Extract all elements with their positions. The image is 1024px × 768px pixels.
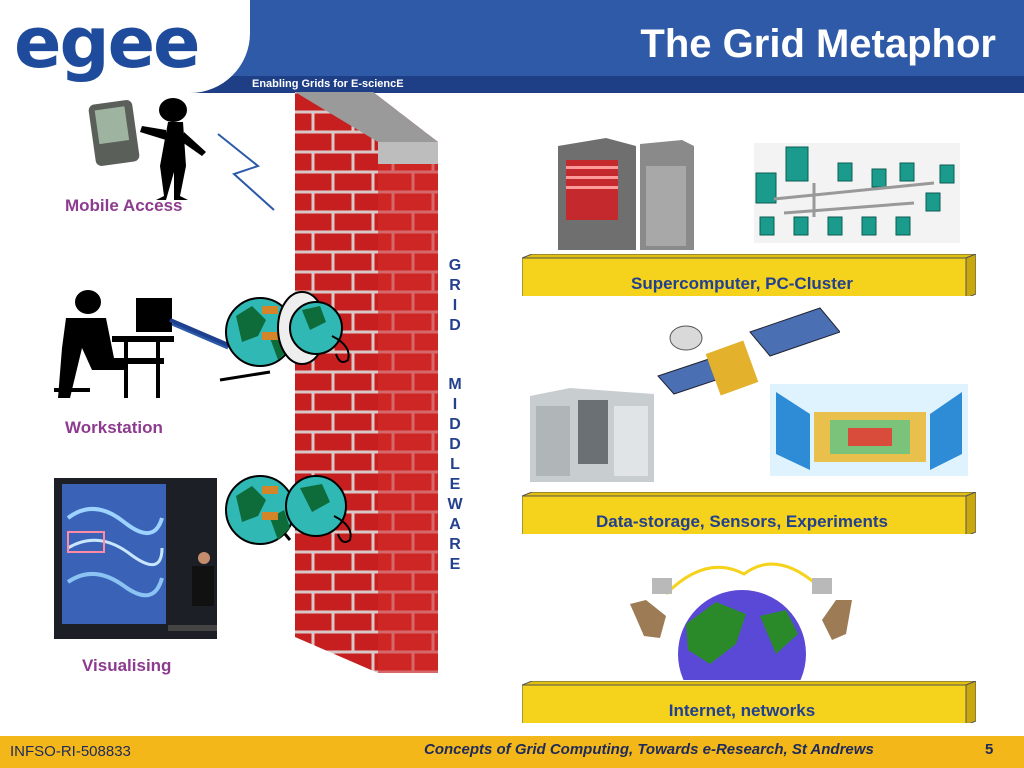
vertical-letter: A xyxy=(449,516,461,533)
firewall-brick-wall xyxy=(295,92,438,673)
workstation-illustration xyxy=(54,290,229,398)
supercomputer-banner xyxy=(522,254,976,296)
satellite-image xyxy=(657,307,840,396)
vertical-letter: I xyxy=(452,396,458,413)
vertical-letter: R xyxy=(449,277,461,294)
plug-globe-bottom xyxy=(225,475,352,545)
visualising-label: Visualising xyxy=(82,656,172,675)
pc-cluster-image xyxy=(754,143,960,243)
slide-title: The Grid Metaphor xyxy=(640,22,996,66)
vertical-letter: D xyxy=(449,317,461,334)
vertical-letter: R xyxy=(449,536,461,553)
supercomputer-label: Supercomputer, PC-Cluster xyxy=(631,274,853,293)
vertical-letter: L xyxy=(450,456,460,473)
data-storage-image xyxy=(530,388,654,482)
logo-area: egee xyxy=(0,0,250,93)
vertical-letter: G xyxy=(448,257,462,274)
vertical-letter: E xyxy=(449,556,461,573)
footer-bar xyxy=(0,736,1024,768)
storage-label: Data-storage, Sensors, Experiments xyxy=(596,512,888,531)
middleware-vertical-text: M I D D L E W A R E xyxy=(440,375,470,575)
internet-banner xyxy=(522,681,976,723)
vertical-letter: I xyxy=(452,297,458,314)
supercomputer-image xyxy=(558,138,694,250)
vertical-letter: W xyxy=(447,496,463,513)
page-number: 5 xyxy=(985,741,994,758)
vertical-letter: D xyxy=(449,416,461,433)
vertical-letter: M xyxy=(448,376,462,393)
vertical-letter: E xyxy=(449,476,461,493)
vertical-letter: D xyxy=(449,436,461,453)
project-code: INFSO-RI-508833 xyxy=(10,743,131,760)
mobile-access-illustration xyxy=(88,98,275,211)
egee-logo: egee xyxy=(14,2,201,84)
tagline: Enabling Grids for E-sciencE xyxy=(252,78,404,90)
internet-label: Internet, networks xyxy=(668,701,816,720)
plug-globe-top xyxy=(225,291,350,367)
mobile-access-label: Mobile Access xyxy=(65,196,183,215)
lightning-icon xyxy=(217,133,275,211)
person-icon xyxy=(140,98,206,200)
storage-banner xyxy=(522,492,976,534)
internet-globe-image xyxy=(630,562,852,680)
workstation-label: Workstation xyxy=(65,418,163,437)
grid-vertical-text: G R I D xyxy=(440,256,470,336)
footer-caption: Concepts of Grid Computing, Towards e-Re… xyxy=(424,741,874,758)
pda-icon xyxy=(88,100,140,166)
detector-experiment-image xyxy=(770,384,968,476)
header-strip xyxy=(0,76,1024,93)
visualising-photo xyxy=(54,478,217,639)
